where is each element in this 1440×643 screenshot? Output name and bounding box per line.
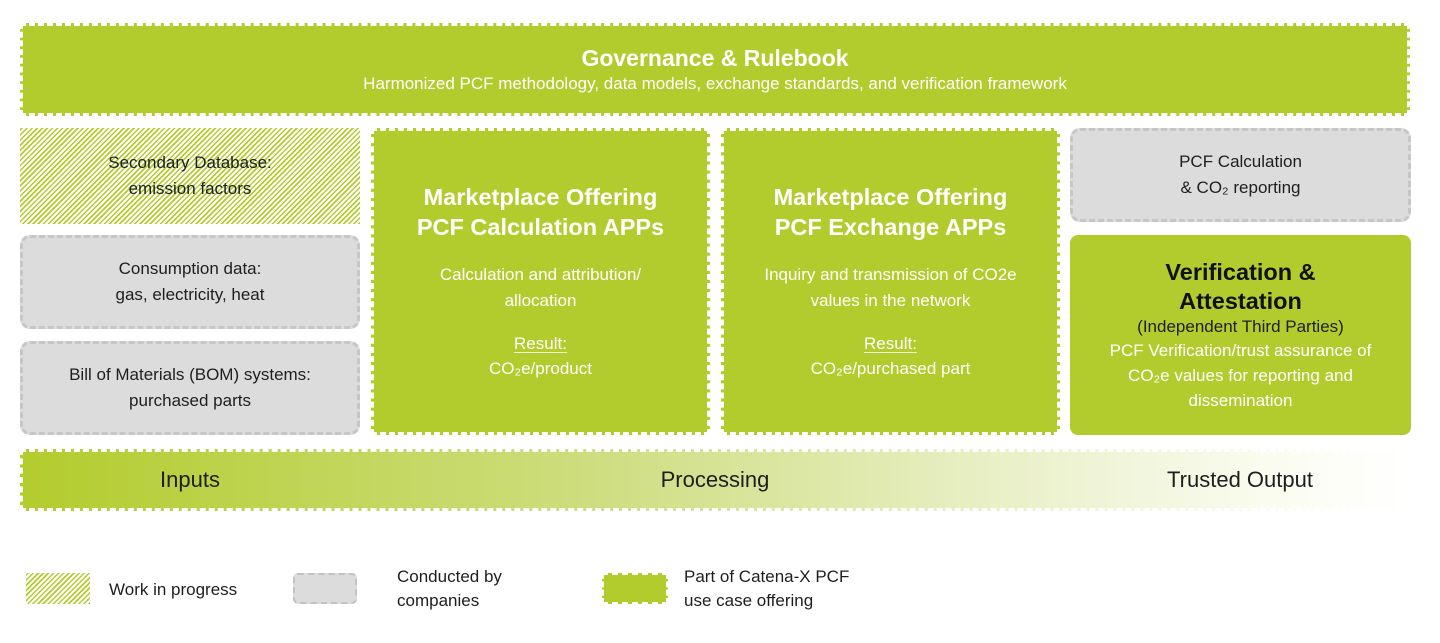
secondary-database-line2: emission factors	[128, 179, 252, 198]
flow-band: Inputs Processing Trusted Output	[20, 449, 1410, 511]
legend-label-work-in-progress: Work in progress	[109, 580, 238, 599]
governance-banner: Governance & Rulebook Harmonized PCF met…	[20, 23, 1410, 116]
consumption-data-box: Consumption data: gas, electricity, heat	[20, 235, 360, 329]
calculation-apps-title-line2: PCF Calculation APPs	[416, 213, 665, 240]
calculation-apps-title-line1: Marketplace Offering	[423, 183, 658, 210]
verification-attestation-box: Verification & Attestation (Independent …	[1070, 235, 1411, 435]
bom-systems-line1: Bill of Materials (BOM) systems:	[69, 365, 311, 384]
exchange-apps-title-line2: PCF Exchange APPs	[774, 213, 1007, 240]
legend-label-catena-x-line1: Part of Catena-X PCF	[684, 567, 850, 586]
legend-label-companies: Conducted by companies	[397, 565, 502, 613]
consumption-data-line2: gas, electricity, heat	[115, 285, 265, 304]
legend-swatch-work-in-progress	[26, 573, 90, 604]
calculation-apps-desc-line2: allocation	[504, 290, 577, 310]
exchange-apps-description: Inquiry and transmission of CO2e values …	[764, 262, 1016, 314]
consumption-data-line1: Consumption data:	[118, 259, 262, 278]
secondary-database-line1: Secondary Database:	[108, 153, 272, 172]
pcf-reporting-line2: & CO₂ reporting	[1180, 178, 1301, 197]
calculation-apps-desc-line1: Calculation and attribution/	[439, 264, 642, 284]
calculation-apps-result-value: CO₂e/product	[489, 358, 592, 378]
verification-desc-line1: PCF Verification/trust assurance of	[1109, 340, 1372, 360]
exchange-apps-result-value: CO₂e/purchased part	[810, 358, 971, 378]
legend-label-companies-line2: companies	[397, 591, 480, 610]
band-label-processing: Processing	[660, 467, 770, 492]
exchange-apps-box: Marketplace Offering PCF Exchange APPs I…	[721, 128, 1060, 435]
exchange-apps-desc-line1: Inquiry and transmission of CO2e	[764, 264, 1017, 284]
secondary-database-box: Secondary Database: emission factors	[20, 128, 360, 224]
legend-label-companies-line1: Conducted by	[397, 567, 502, 586]
legend-label-catena-x-line2: use case offering	[684, 591, 814, 610]
exchange-apps-result-label: Result:	[864, 333, 917, 353]
legend-label-catena-x: Part of Catena-X PCF use case offering	[684, 565, 849, 613]
pcf-reporting-line1: PCF Calculation	[1179, 152, 1302, 171]
exchange-apps-desc-line2: values in the network	[810, 290, 971, 310]
verification-desc-line2: CO₂e values for reporting and	[1128, 365, 1353, 385]
governance-subtitle: Harmonized PCF methodology, data models,…	[363, 73, 1067, 93]
legend-swatch-catena-x	[602, 573, 668, 604]
legend-swatch-companies	[293, 573, 357, 604]
verification-subtitle: (Independent Third Parties)	[1137, 316, 1344, 336]
verification-title-line1: Verification &	[1165, 258, 1316, 285]
verification-desc-line3: dissemination	[1188, 390, 1293, 410]
pcf-reporting-box: PCF Calculation & CO₂ reporting	[1070, 128, 1411, 222]
bom-systems-box: Bill of Materials (BOM) systems: purchas…	[20, 341, 360, 435]
exchange-apps-title-line1: Marketplace Offering	[773, 183, 1008, 210]
bom-systems-line2: purchased parts	[129, 391, 251, 410]
calculation-apps-result-label: Result:	[514, 333, 567, 353]
verification-title-line2: Attestation	[1179, 287, 1302, 314]
calculation-apps-box: Marketplace Offering PCF Calculation APP…	[371, 128, 710, 435]
band-label-trusted-output: Trusted Output	[1167, 467, 1313, 492]
calculation-apps-description: Calculation and attribution/ allocation	[440, 262, 641, 314]
governance-title: Governance & Rulebook	[581, 44, 849, 71]
band-label-inputs: Inputs	[160, 467, 220, 492]
